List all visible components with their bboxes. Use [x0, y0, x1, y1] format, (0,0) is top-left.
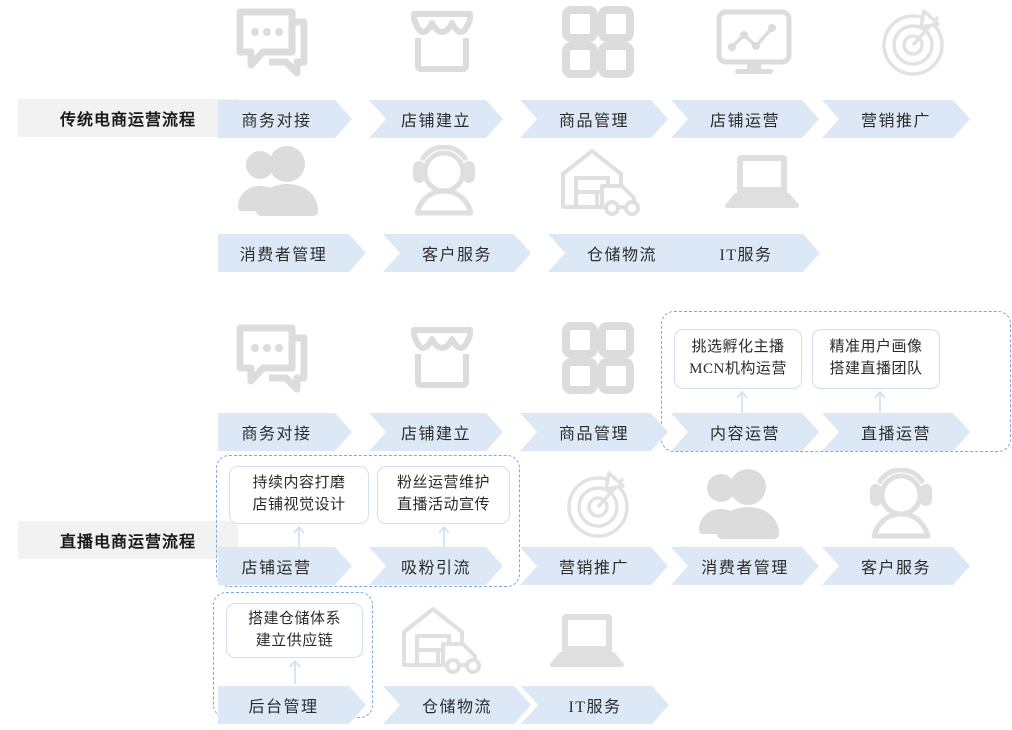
- step-xiaofeizheguanli-s1r2[interactable]: 消费者管理: [218, 234, 366, 272]
- callout-line: 持续内容打磨: [252, 475, 346, 492]
- chat-bubbles-icon: [235, 322, 317, 394]
- step-neirongyunying-s2r1[interactable]: 内容运营: [671, 413, 819, 451]
- laptop-icon: [722, 153, 802, 213]
- callout-line: 搭建仓储体系: [247, 610, 341, 627]
- callout-connector-arrow: [735, 389, 749, 420]
- callout-connector-arrow: [288, 658, 302, 689]
- callout-line: 直播活动宣传: [396, 497, 490, 513]
- grid-squares-icon: [562, 6, 634, 78]
- callout-line: 店铺视觉设计: [252, 497, 346, 513]
- callout-connector-arrow: [437, 524, 451, 555]
- step-dianpuyunying-s2r2[interactable]: 店铺运营: [218, 547, 352, 585]
- users-group-icon: [695, 468, 787, 540]
- headset-support-icon: [862, 468, 940, 540]
- step-zhiboyunying-s2r1[interactable]: 直播运营: [822, 413, 970, 451]
- step-dianpujianli-s1r1[interactable]: 店铺建立: [369, 100, 503, 138]
- headset-support-icon: [405, 145, 483, 217]
- callout-line: 搭建直播团队: [829, 361, 923, 377]
- callout-line: MCN机构运营: [689, 361, 787, 377]
- callout-backend-management: 搭建仓储体系 建立供应链: [226, 603, 363, 658]
- step-cangchuwuliu-s1r2[interactable]: 仓储物流: [548, 234, 696, 272]
- step-shangpinguanli-s1r1[interactable]: 商品管理: [520, 100, 668, 138]
- step-cangchuwuliu-s2r3[interactable]: 仓储物流: [383, 686, 531, 724]
- step-yingxiaotuiguang-s1r1[interactable]: 营销推广: [822, 100, 970, 138]
- callout-line: 挑选孵化主播: [691, 339, 785, 356]
- callout-line: 建立供应链: [255, 632, 334, 649]
- step-itfuwu-s1r2[interactable]: IT服务: [672, 234, 820, 272]
- storefront-icon: [406, 322, 478, 394]
- step-houtaiguanli-s2r3[interactable]: 后台管理: [218, 686, 366, 724]
- laptop-icon: [547, 612, 627, 672]
- target-arrow-icon: [872, 4, 950, 80]
- callout-live-operations: 精准用户画像 搭建直播团队: [812, 329, 940, 389]
- step-shangpinguanli-s2r1[interactable]: 商品管理: [520, 413, 668, 451]
- chat-bubbles-icon: [235, 6, 317, 78]
- callout-content-operations: 挑选孵化主播 MCN机构运营: [674, 329, 802, 389]
- step-xifenyinliu-s2r2[interactable]: 吸粉引流: [369, 547, 503, 585]
- step-itfuwu-s2r3[interactable]: IT服务: [521, 686, 669, 724]
- users-group-icon: [234, 145, 326, 217]
- monitor-chart-icon: [713, 8, 795, 76]
- grid-squares-icon: [562, 322, 634, 394]
- step-xiaofeizheguanli-s2r2[interactable]: 消费者管理: [671, 547, 819, 585]
- warehouse-truck-icon: [558, 146, 650, 216]
- step-dianpujianli-s2r1[interactable]: 店铺建立: [369, 413, 503, 451]
- warehouse-truck-icon: [399, 604, 491, 674]
- step-yingxiaotuiguang-s2r2[interactable]: 营销推广: [520, 547, 668, 585]
- step-kehufuwu-s2r2[interactable]: 客户服务: [822, 547, 970, 585]
- step-shangwuduijie-s1r1[interactable]: 商务对接: [218, 100, 352, 138]
- section-label-livestream: 直播电商运营流程: [18, 521, 238, 559]
- callout-shop-operations: 持续内容打磨 店铺视觉设计: [229, 466, 369, 524]
- step-shangwuduijie-s2r1[interactable]: 商务对接: [218, 413, 352, 451]
- callout-line: 精准用户画像: [829, 339, 923, 356]
- step-kehufuwu-s1r2[interactable]: 客户服务: [383, 234, 531, 272]
- storefront-icon: [406, 6, 478, 78]
- target-arrow-icon: [557, 466, 635, 542]
- section-label-traditional: 传统电商运营流程: [18, 99, 238, 137]
- step-dianpuyunying-s1r1[interactable]: 店铺运营: [671, 100, 819, 138]
- callout-line: 粉丝运营维护: [396, 475, 490, 492]
- callout-connector-arrow: [292, 524, 306, 555]
- callout-fan-attraction: 粉丝运营维护 直播活动宣传: [377, 466, 510, 524]
- callout-connector-arrow: [873, 389, 887, 420]
